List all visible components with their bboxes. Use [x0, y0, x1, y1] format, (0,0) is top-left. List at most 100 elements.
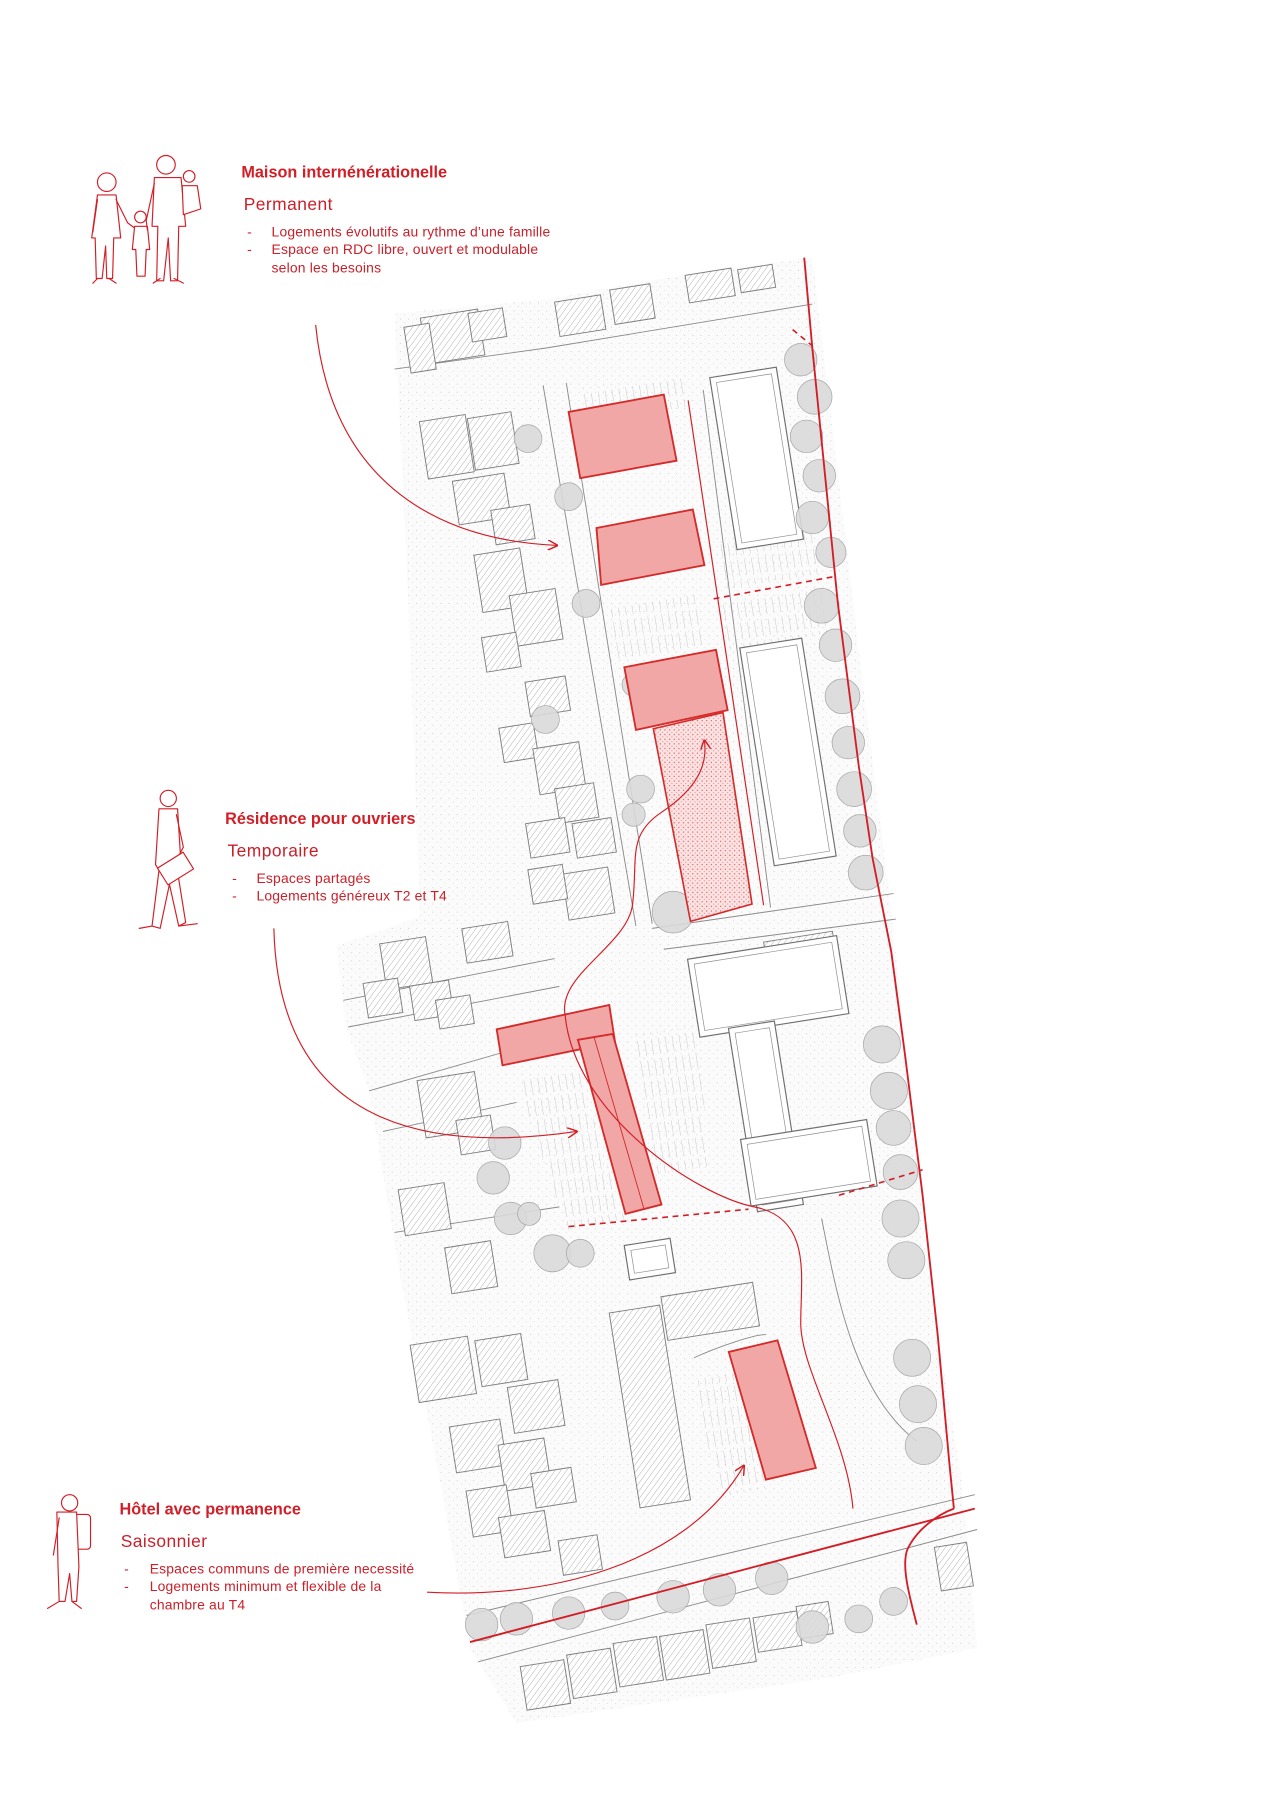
house-building — [525, 817, 571, 859]
house-building — [737, 263, 777, 294]
tree — [803, 588, 840, 624]
program-block-maison-1 — [567, 393, 678, 480]
house-building — [467, 307, 508, 343]
bullet-marker: - — [124, 1578, 129, 1594]
house-building — [612, 1636, 665, 1688]
house-building — [561, 866, 616, 921]
house-building — [448, 1418, 508, 1474]
house-building — [506, 1379, 566, 1434]
program-block-shared-garden — [652, 711, 753, 923]
bullet-text-continuation: selon les besoins — [272, 260, 382, 276]
tree — [571, 589, 601, 618]
tree — [784, 343, 818, 377]
program-occupancy: Saisonnier — [121, 1531, 208, 1551]
tree — [836, 771, 872, 807]
house-building — [566, 1647, 618, 1700]
house-building — [461, 920, 514, 964]
house-building — [434, 994, 475, 1030]
apartment-building-outline — [709, 366, 805, 551]
program-callout-hotel: Hôtel avec permanence Saisonnier - Espac… — [120, 1500, 415, 1612]
house-building — [752, 1610, 803, 1653]
house-building — [403, 322, 437, 374]
program-occupancy: Permanent — [244, 194, 333, 214]
house-building — [497, 1509, 552, 1559]
bullet-text: Logements évolutifs au rythme d’une fami… — [272, 224, 551, 240]
apartment-building-inner-line — [734, 1027, 798, 1206]
tree — [626, 774, 655, 804]
house-building — [409, 1335, 478, 1404]
bullet-marker: - — [247, 241, 252, 257]
house-building — [554, 782, 600, 824]
house-building — [684, 267, 736, 304]
callout-arrow-residence — [273, 928, 577, 1139]
tree — [824, 678, 861, 715]
tree — [552, 1596, 586, 1630]
tree — [863, 1025, 901, 1064]
house-building — [498, 722, 540, 764]
apartment-building-outline — [739, 1118, 878, 1207]
tree — [831, 726, 865, 760]
tree — [789, 419, 824, 453]
house-building — [660, 1281, 761, 1341]
tree — [621, 802, 646, 827]
tree — [904, 1427, 943, 1465]
callout-arrow-maison — [315, 324, 557, 545]
bullet-text: Espace en RDC libre, ouvert et modulable — [272, 241, 539, 257]
tree — [870, 1071, 908, 1110]
house-building — [519, 1659, 572, 1711]
site-map — [336, 257, 978, 1724]
traveler-figure-icon — [47, 1494, 92, 1609]
tree — [488, 1126, 522, 1160]
apartment-building-inner-line — [716, 373, 798, 544]
house-building — [474, 1332, 529, 1388]
apartment-building-inner-line — [746, 644, 830, 860]
program-callout-maison: Maison internénérationelle Permanent - L… — [241, 164, 550, 276]
program-occupancy: Temporaire — [227, 840, 319, 860]
house-building — [508, 587, 564, 647]
tree — [796, 379, 833, 415]
bullet-marker: - — [247, 224, 252, 240]
house-building — [444, 1240, 499, 1295]
tree — [818, 628, 853, 662]
apartment-building-outline — [623, 1237, 677, 1281]
tree — [531, 705, 560, 734]
house-building — [933, 1541, 974, 1592]
tree — [465, 1608, 499, 1642]
tree — [533, 1234, 572, 1273]
tree — [802, 459, 836, 493]
house-building — [397, 1182, 452, 1237]
house-building — [557, 1534, 603, 1576]
bullet-text: Espaces communs de première necessité — [150, 1561, 415, 1577]
apartment-buildings — [623, 366, 878, 1281]
tree — [755, 1561, 789, 1595]
residence-ridge-line — [593, 1037, 645, 1210]
tree — [656, 1580, 690, 1614]
bullet-text: Logements minimum et flexible de la — [150, 1578, 382, 1594]
house-building — [530, 1466, 577, 1509]
tree — [887, 1241, 926, 1280]
house-building — [571, 817, 617, 859]
house-building — [490, 503, 536, 546]
bullet-marker: - — [232, 888, 237, 904]
bullet-text: Logements généreux T2 et T4 — [256, 888, 447, 904]
tree — [795, 500, 829, 535]
worker-figure-icon — [138, 789, 198, 929]
house-building — [527, 863, 569, 905]
house-building — [418, 413, 475, 480]
tree — [795, 1610, 829, 1644]
family-figure-icon — [91, 154, 202, 284]
tree — [554, 482, 583, 511]
house-building — [705, 1617, 757, 1669]
bullet-marker: - — [124, 1561, 129, 1577]
program-callout-residence: Résidence pour ouvriers Temporaire - Esp… — [225, 810, 447, 904]
house-building — [609, 283, 656, 325]
house-building — [362, 977, 404, 1019]
tree — [899, 1385, 937, 1424]
tree — [844, 1604, 874, 1634]
bullet-marker: - — [232, 870, 237, 886]
apartment-building-inner-line — [693, 941, 843, 1031]
tree — [476, 1161, 510, 1195]
house-building — [608, 1304, 692, 1509]
tree — [843, 814, 877, 848]
